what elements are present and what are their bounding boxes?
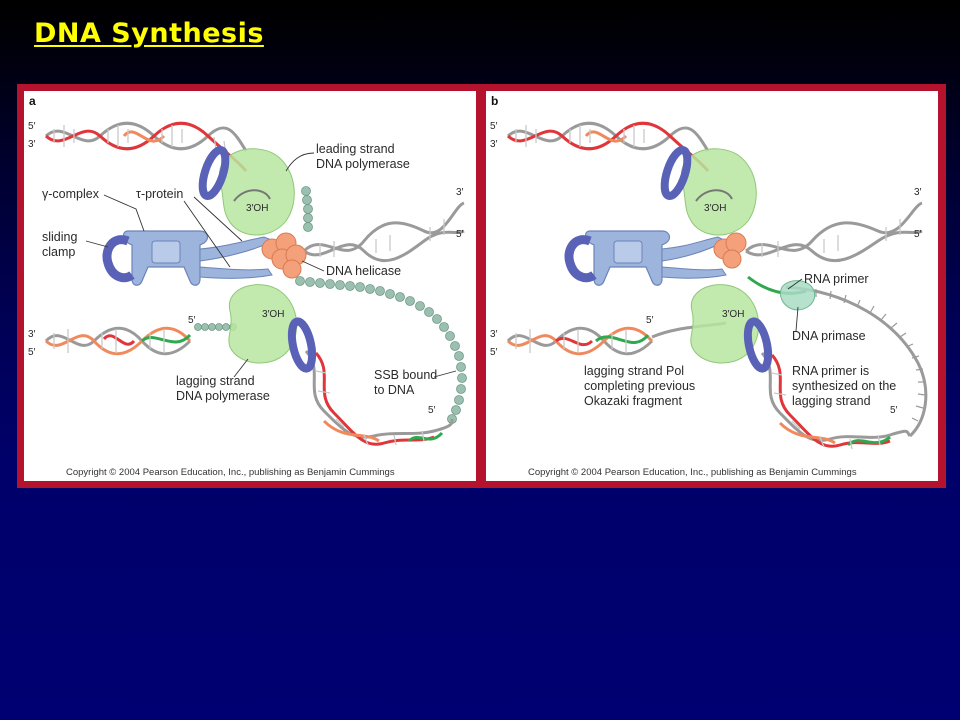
panel-a-copyright: Copyright © 2004 Pearson Education, Inc.… [66, 467, 395, 478]
left-dna-helix [44, 323, 237, 356]
panel-a-diagram: a 5′ 3′ [28, 94, 467, 478]
lagging-clamp-ring [743, 317, 773, 373]
label-lagging-pol-2: completing previous [584, 379, 695, 393]
label-3oh-lower: 3′OH [262, 309, 284, 320]
sliding-clamp [102, 235, 135, 283]
panel-b: b 5′ 3′ [486, 91, 938, 481]
lagging-template-strand [785, 285, 928, 438]
dna-helicase [713, 232, 747, 269]
parental-dna-helix [506, 121, 710, 172]
slide-title: DNA Synthesis [34, 18, 264, 49]
leader-tau-2 [183, 200, 231, 268]
right-dna-helix [302, 201, 465, 263]
label-ssb-2: to DNA [374, 383, 415, 397]
label-rna-synth-2: synthesized on the [792, 379, 896, 393]
label-3prime-left: 3′ [28, 329, 36, 340]
label-3prime-right: 3′ [456, 187, 464, 198]
leader-dna-primase [795, 306, 799, 332]
panel-a: a 5′ 3′ [24, 91, 476, 481]
leader-lagging-polymerase [233, 358, 249, 378]
label-3prime-top: 3′ [490, 139, 498, 150]
leader-sliding-clamp [85, 240, 109, 248]
label-5prime-bottom: 5′ [428, 405, 436, 416]
label-lagging-pol-1: lagging strand Pol [584, 364, 684, 378]
leader-rna-primer [787, 278, 803, 290]
leader-ssb [433, 370, 457, 378]
label-sliding-clamp-1: sliding [42, 230, 77, 244]
panel-b-letter: b [491, 94, 498, 108]
label-5prime-top: 5′ [490, 121, 498, 132]
panel-b-copyright: Copyright © 2004 Pearson Education, Inc.… [528, 467, 857, 478]
lagging-clamp-ring [287, 317, 317, 373]
leader-gamma-complex [103, 194, 145, 232]
label-3prime-top: 3′ [28, 139, 36, 150]
gamma-complex [584, 230, 728, 286]
label-3oh-upper: 3′OH [704, 203, 726, 214]
panel-a-letter: a [29, 94, 36, 108]
label-3prime-right: 3′ [914, 187, 922, 198]
label-rna-synth-3: lagging strand [792, 394, 871, 408]
panel-b-diagram: b 5′ 3′ [490, 94, 928, 478]
label-5prime-mid: 5′ [646, 315, 654, 326]
label-3oh-upper: 3′OH [246, 203, 268, 214]
gamma-complex [122, 230, 276, 286]
label-5prime-mid: 5′ [188, 315, 196, 326]
leading-clamp-ring [660, 146, 692, 200]
figure-frame: a 5′ 3′ [17, 84, 946, 488]
label-rna-primer: RNA primer [804, 272, 869, 286]
right-dna-helix [744, 201, 923, 262]
label-leading-polymerase-2: DNA polymerase [316, 157, 410, 171]
leader-leading-polymerase [285, 152, 315, 172]
lagging-loop-dna [304, 349, 454, 446]
leading-polymerase [681, 148, 757, 236]
label-rna-synth-1: RNA primer is [792, 364, 869, 378]
label-lagging-pol-3: Okazaki fragment [584, 394, 682, 408]
label-5prime-right: 5′ [456, 229, 464, 240]
label-gamma-complex: γ-complex [42, 187, 100, 201]
ssb-bound-strand [295, 186, 467, 424]
label-ssb-1: SSB bound [374, 368, 437, 382]
leading-clamp-ring [198, 146, 230, 200]
label-5prime-bottom: 5′ [890, 405, 898, 416]
label-lagging-polymerase-1: lagging strand [176, 374, 255, 388]
label-3oh-lower: 3′OH [722, 309, 744, 320]
dna-helicase [261, 232, 307, 279]
sliding-clamp [564, 235, 597, 283]
leader-dna-helicase [301, 260, 325, 272]
lagging-polymerase [228, 284, 298, 364]
label-5prime-top: 5′ [28, 121, 36, 132]
label-tau-protein: τ-protein [136, 187, 183, 201]
label-5prime-right: 5′ [914, 229, 922, 240]
leading-polymerase [219, 148, 295, 236]
label-sliding-clamp-2: clamp [42, 245, 75, 259]
label-lagging-polymerase-2: DNA polymerase [176, 389, 270, 403]
label-dna-helicase: DNA helicase [326, 264, 401, 278]
label-3prime-left: 3′ [490, 329, 498, 340]
label-dna-primase: DNA primase [792, 329, 866, 343]
label-5prime-left: 5′ [28, 347, 36, 358]
label-5prime-left: 5′ [490, 347, 498, 358]
leader-tau-1 [193, 196, 243, 242]
label-leading-polymerase-1: leading strand [316, 142, 395, 156]
lagging-loop-dna [760, 351, 912, 450]
